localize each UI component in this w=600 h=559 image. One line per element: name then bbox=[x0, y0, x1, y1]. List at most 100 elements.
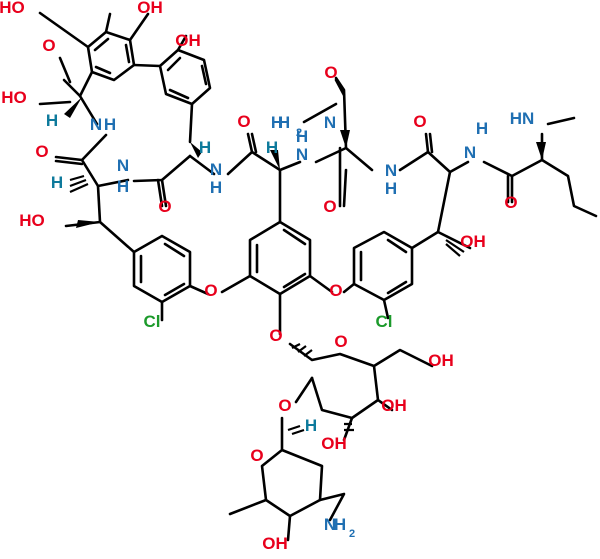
bond bbox=[288, 342, 380, 420]
atom-label: N bbox=[464, 143, 476, 162]
bond bbox=[436, 170, 452, 234]
atom-label: O bbox=[158, 197, 171, 216]
bond bbox=[176, 34, 188, 52]
atom-label: H bbox=[476, 119, 488, 138]
atom-label: H bbox=[117, 177, 129, 196]
atom-label: O bbox=[250, 446, 263, 465]
bond bbox=[372, 348, 434, 368]
atom-label: OH bbox=[428, 351, 454, 370]
atom-label: O bbox=[204, 281, 217, 300]
atom-label: H bbox=[46, 111, 58, 130]
atom-label: N bbox=[324, 515, 336, 534]
bond-lines bbox=[38, 11, 598, 542]
atom-label: H bbox=[271, 113, 283, 132]
bond bbox=[228, 498, 292, 542]
atom-label: H bbox=[210, 178, 222, 197]
atom-label: N bbox=[210, 160, 222, 179]
wedge-bond bbox=[340, 130, 350, 148]
bond bbox=[54, 155, 84, 162]
atom-label: O bbox=[237, 112, 250, 131]
bond bbox=[132, 154, 192, 183]
atom-label: O bbox=[42, 36, 55, 55]
bond bbox=[294, 376, 314, 404]
atom-label: OH bbox=[460, 232, 486, 251]
bond bbox=[246, 132, 258, 154]
wedge-bond bbox=[64, 97, 82, 118]
bond bbox=[540, 116, 576, 162]
bond bbox=[80, 133, 130, 188]
bond bbox=[132, 234, 192, 304]
bond bbox=[482, 158, 544, 178]
atom-label: Cl bbox=[144, 312, 161, 331]
bond bbox=[188, 154, 216, 176]
atom-label: H bbox=[385, 179, 397, 198]
atom-label: O bbox=[324, 63, 337, 82]
atom-label: O bbox=[329, 281, 342, 300]
bond bbox=[398, 150, 470, 174]
atom-label: O bbox=[323, 197, 336, 216]
atom-label: 2 bbox=[296, 127, 302, 139]
atom-label: N bbox=[296, 145, 308, 164]
atom-label: OH bbox=[175, 31, 201, 50]
bond bbox=[352, 230, 414, 302]
bond bbox=[540, 158, 598, 218]
bond bbox=[338, 146, 348, 208]
bond bbox=[334, 76, 348, 150]
atom-label: OH bbox=[321, 434, 347, 453]
atom-label: O bbox=[35, 142, 48, 161]
bond bbox=[160, 284, 210, 322]
atom-label: N bbox=[117, 156, 129, 175]
atom-label: HO bbox=[1, 88, 27, 107]
atom-label: H bbox=[51, 173, 63, 192]
bond bbox=[248, 220, 312, 296]
hashed-bond bbox=[69, 174, 89, 194]
atom-label: Cl bbox=[376, 312, 393, 331]
atom-label: HO bbox=[0, 0, 25, 17]
bond bbox=[260, 416, 324, 518]
bond bbox=[342, 282, 390, 320]
atom-label: O bbox=[334, 332, 347, 351]
bond bbox=[166, 56, 208, 100]
atom-label: OH bbox=[381, 396, 407, 415]
atom-label: H bbox=[199, 138, 211, 157]
atom-label: O bbox=[269, 326, 282, 345]
bond bbox=[188, 102, 194, 144]
atom-label: 2 bbox=[349, 528, 355, 540]
atom-label: H bbox=[104, 115, 116, 134]
bond bbox=[359, 238, 408, 295]
atom-label: O bbox=[278, 396, 291, 415]
bond bbox=[156, 178, 168, 208]
bond bbox=[54, 159, 84, 166]
hashed-bond bbox=[287, 424, 305, 436]
atom-label: O bbox=[504, 193, 517, 212]
bond bbox=[220, 274, 334, 294]
hashed-bond bbox=[445, 235, 467, 257]
atom-label: N bbox=[385, 161, 397, 180]
atom-label: N bbox=[90, 115, 102, 134]
bond bbox=[278, 160, 302, 172]
bond bbox=[58, 56, 72, 84]
atom-label: O bbox=[413, 112, 426, 131]
atom-label: H bbox=[305, 416, 317, 435]
bond bbox=[314, 146, 374, 172]
bond bbox=[132, 63, 162, 68]
bond bbox=[424, 132, 434, 154]
atom-label: HO bbox=[19, 211, 45, 230]
atom-label: N bbox=[324, 113, 336, 132]
bond bbox=[506, 174, 514, 204]
wedge-bond bbox=[536, 142, 546, 160]
bond bbox=[318, 492, 346, 522]
atom-label: OH bbox=[262, 534, 288, 553]
atom-label: H bbox=[296, 127, 308, 146]
hashed-bond bbox=[291, 343, 313, 357]
atom-label: H bbox=[278, 113, 290, 132]
bond bbox=[78, 94, 99, 126]
atom-label: OH bbox=[137, 0, 163, 17]
wedge-bond bbox=[76, 220, 100, 228]
hashed-bond bbox=[344, 422, 354, 432]
bond bbox=[139, 242, 186, 297]
bond bbox=[302, 78, 346, 124]
